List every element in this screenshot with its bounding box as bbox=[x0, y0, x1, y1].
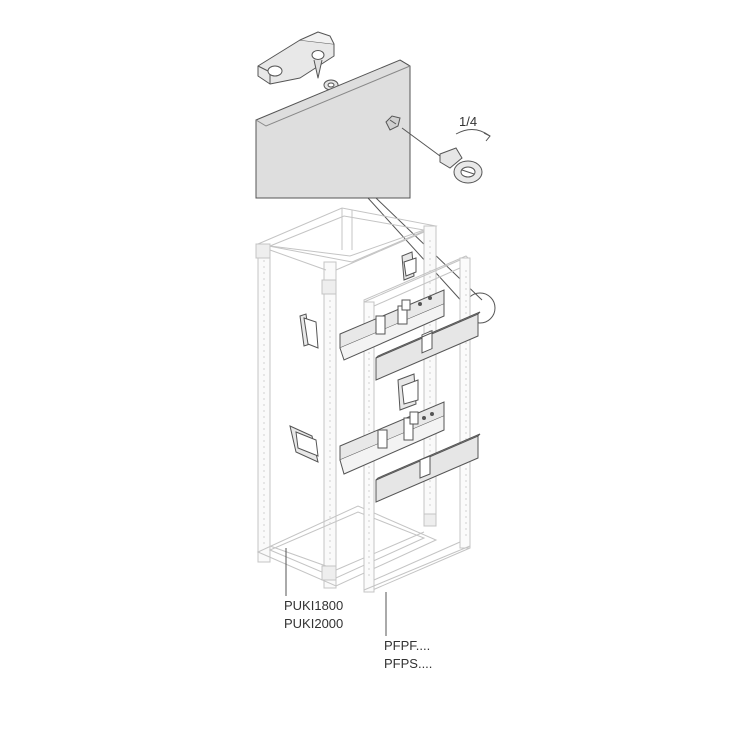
label-leaders bbox=[285, 548, 387, 636]
mounting-plate-upper bbox=[339, 289, 445, 361]
cabinet-frame bbox=[255, 207, 438, 589]
cover-panel-lower bbox=[375, 433, 481, 503]
panel-code-pfpf: PFPF.... bbox=[384, 638, 431, 653]
bracket-upper-back bbox=[401, 251, 417, 281]
mounting-plate-lower bbox=[339, 401, 445, 475]
washer bbox=[323, 79, 339, 91]
rotation-arrow-icon bbox=[455, 129, 491, 142]
frame-code-2000: PUKI2000 bbox=[284, 616, 344, 631]
cover-panel-upper bbox=[375, 311, 481, 381]
quarter-turn-key bbox=[401, 127, 483, 184]
bracket-side-lower bbox=[289, 425, 319, 463]
door-lock-hole bbox=[385, 115, 401, 131]
rotation-label: 1/4 bbox=[459, 114, 478, 129]
door-panel bbox=[255, 59, 411, 199]
panel-code-pfps: PFPS.... bbox=[384, 656, 433, 671]
bracket-side-upper bbox=[299, 313, 319, 349]
bracket-mid bbox=[397, 373, 419, 411]
frame-perforations bbox=[263, 240, 431, 560]
hinge-bracket bbox=[257, 31, 335, 85]
frame-code-1800: PUKI1800 bbox=[284, 598, 344, 613]
